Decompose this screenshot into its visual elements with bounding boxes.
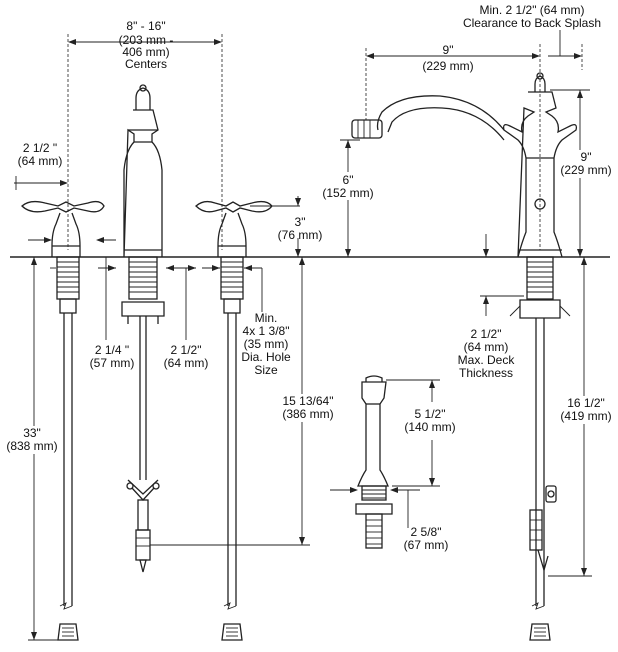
spout-clearance-line1: 6" [343, 173, 354, 187]
deck-thickness-line3: Max. Deck [458, 353, 516, 367]
centers-line2: (203 mm - [119, 33, 174, 47]
spray-height-line2: (140 mm) [404, 420, 455, 434]
handle-height-line1: 3" [295, 215, 306, 229]
handle-width-line1: 2 1/2 " [23, 141, 57, 155]
hole-size-line5: Size [254, 363, 278, 377]
spray-base-line2: (67 mm) [404, 538, 449, 552]
side-spray [355, 375, 393, 549]
supply-length-line2: (838 mm) [6, 439, 57, 453]
overall-height-line2: (229 mm) [560, 163, 611, 177]
hole-size-line3: (35 mm) [244, 337, 289, 351]
dimension-lines [14, 30, 592, 641]
spout-below-deck-line1: 15 13/64" [283, 394, 334, 408]
hole-size-line2: 4x 1 3/8" [243, 324, 290, 338]
spout-base-line2: (64 mm) [164, 356, 209, 370]
supply-length-line1: 33" [23, 426, 41, 440]
left-handle-valve [21, 200, 105, 641]
spray-height-line1: 5 1/2" [415, 407, 446, 421]
spray-base-line1: 2 5/8" [411, 525, 442, 539]
handle-width-line2: (64 mm) [18, 154, 63, 168]
hole-size-line1: Min. [255, 311, 278, 325]
deck-thickness-line4: Thickness [459, 366, 513, 380]
overall-height-line1: 9" [581, 150, 592, 164]
spout-reach-line1: 9" [443, 43, 454, 57]
right-handle-valve [195, 200, 273, 641]
center-spout [121, 84, 165, 573]
deck-thickness-line1: 2 1/2" [471, 327, 502, 341]
spout-base-line1: 2 1/2" [171, 343, 202, 357]
centers-line3: 406 mm) [122, 45, 169, 59]
clearance-line1: Min. 2 1/2" (64 mm) [480, 3, 585, 17]
spout-reach-line2: (229 mm) [422, 59, 473, 73]
side-below-deck-line2: (419 mm) [560, 409, 611, 423]
hole-size-line4: Dia. Hole [241, 350, 291, 364]
centers-line4: Centers [125, 57, 167, 71]
handle-shank-line1: 2 1/4 " [95, 343, 129, 357]
handle-shank-line2: (57 mm) [90, 356, 135, 370]
handle-height-line2: (76 mm) [278, 228, 323, 242]
deck-thickness-line2: (64 mm) [464, 340, 509, 354]
side-below-deck-line1: 16 1/2" [567, 396, 605, 410]
spout-below-deck-line2: (386 mm) [282, 407, 333, 421]
spout-clearance-line2: (152 mm) [322, 186, 373, 200]
clearance-line2: Clearance to Back Splash [463, 16, 601, 30]
centers-line1: 8" - 16" [126, 19, 165, 33]
